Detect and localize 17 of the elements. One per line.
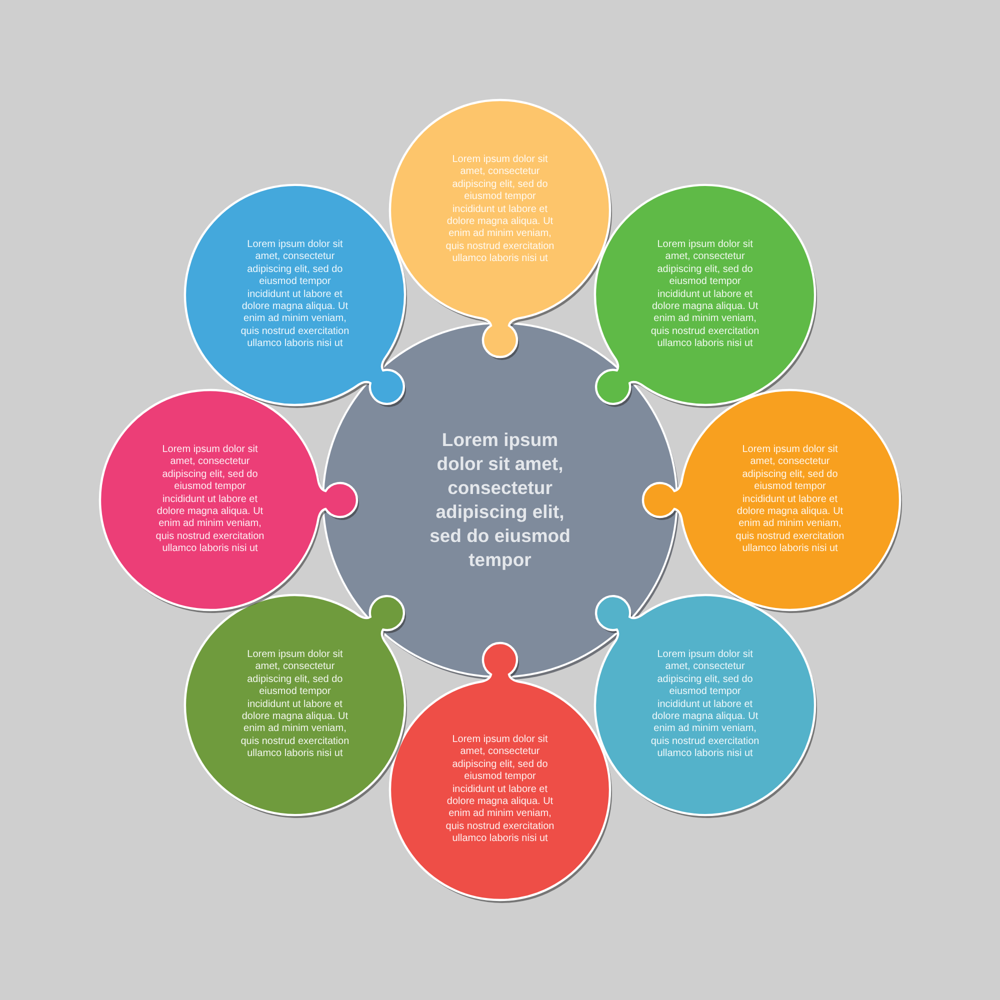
body-text: Lorem ipsum dolor sit amet, consectetur adipiscing elit, sed do eiusmod tempor incididunt ut labore et dolore magna aliqua. Ut enim ad minim veniam, quis nostrud exercitation ullamco laboris nisi ut [734, 444, 846, 556]
body-text: Lorem ipsum dolor sit amet, consectetur adipiscing elit, sed do eiusmod tempor incididunt ut labore et dolore magna aliqua. Ut enim ad minim veniam, quis nostrud exercitation ullamco laboris nisi ut [240, 649, 350, 761]
heading-text: Lorem ipsum dolor sit amet, consectetur adipiscing elit, sed do eiusmod tempor [428, 428, 572, 572]
puzzle-piece [388, 98, 614, 362]
puzzle-piece [182, 182, 409, 410]
puzzle-piece [593, 182, 820, 410]
body-text: Lorem ipsum dolor sit amet, consectetur adipiscing elit, sed do eiusmod tempor incididunt ut labore et dolore magna aliqua. Ut enim ad minim veniam, quis nostrud exercitation ullamco laboris nisi ut [240, 239, 350, 351]
puzzle-piece [641, 388, 904, 615]
body-text: Lorem ipsum dolor sit amet, consectetur adipiscing elit, sed do eiusmod tempor incididunt ut labore et dolore magna aliqua. Ut enim ad minim veniam, quis nostrud exercitation ullamco laboris nisi ut [154, 444, 266, 556]
body-text: Lorem ipsum dolor sit amet, consectetur adipiscing elit, sed do eiusmod tempor incididunt ut labore et dolore magna aliqua. Ut enim ad minim veniam, quis nostrud exercitation ullamco laboris nisi ut [650, 649, 760, 761]
body-text: Lorem ipsum dolor sit amet, consectetur adipiscing elit, sed do eiusmod tempor incididunt ut labore et dolore magna aliqua. Ut enim ad minim veniam, quis nostrud exercitation ullamco laboris nisi ut [650, 239, 760, 351]
puzzle-piece [182, 593, 409, 820]
puzzle-piece [593, 593, 820, 820]
body-text: Lorem ipsum dolor sit amet, consectetur adipiscing elit, sed do eiusmod tempor incididunt ut labore et dolore magna aliqua. Ut enim ad minim veniam, quis nostrud exercitation ullamco laboris nisi ut [444, 734, 556, 846]
puzzle-piece [98, 388, 361, 615]
puzzle-piece [388, 641, 614, 905]
body-text: Lorem ipsum dolor sit amet, consectetur adipiscing elit, sed do eiusmod tempor incididunt ut labore et dolore magna aliqua. Ut enim ad minim veniam, quis nostrud exercitation ullamco laboris nisi ut [444, 154, 556, 266]
